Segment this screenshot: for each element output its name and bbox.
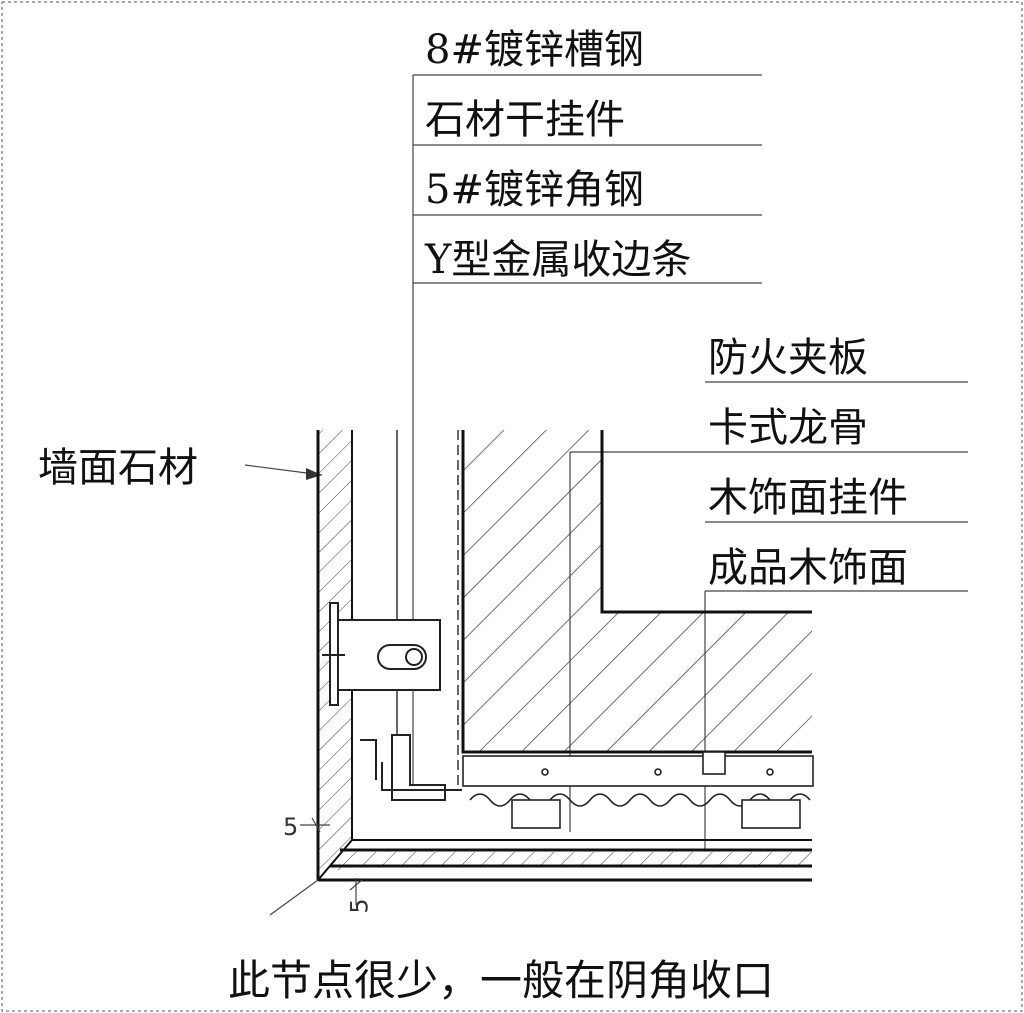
callout-card-keel: 卡式龙骨 bbox=[708, 405, 868, 451]
card-keel bbox=[462, 751, 814, 829]
wood-veneer-layers bbox=[317, 839, 812, 882]
callout-y-trim: Y型金属收边条 bbox=[425, 237, 692, 283]
callout-channel-steel: 8#镀锌槽钢 bbox=[425, 27, 644, 73]
dimension-5-bottom: 5 bbox=[345, 898, 374, 914]
channel-steel bbox=[396, 430, 459, 790]
callout-fireproof-board: 防火夹板 bbox=[708, 335, 868, 381]
stone-bracket bbox=[322, 602, 441, 706]
fireproof-board bbox=[461, 430, 812, 754]
callout-wood-hanger: 木饰面挂件 bbox=[708, 475, 908, 521]
angle-steel bbox=[360, 734, 462, 801]
callout-wood-veneer: 成品木饰面 bbox=[708, 545, 908, 591]
callout-stone-bracket: 石材干挂件 bbox=[425, 97, 625, 143]
dimension-marks bbox=[269, 817, 363, 916]
callout-wall-stone: 墙面石材 bbox=[38, 445, 198, 491]
dimension-5-left: 5 bbox=[283, 813, 299, 841]
callout-angle-steel: 5#镀锌角钢 bbox=[425, 167, 644, 213]
caption: 此节点很少，一般在阴角收口 bbox=[228, 956, 775, 1005]
